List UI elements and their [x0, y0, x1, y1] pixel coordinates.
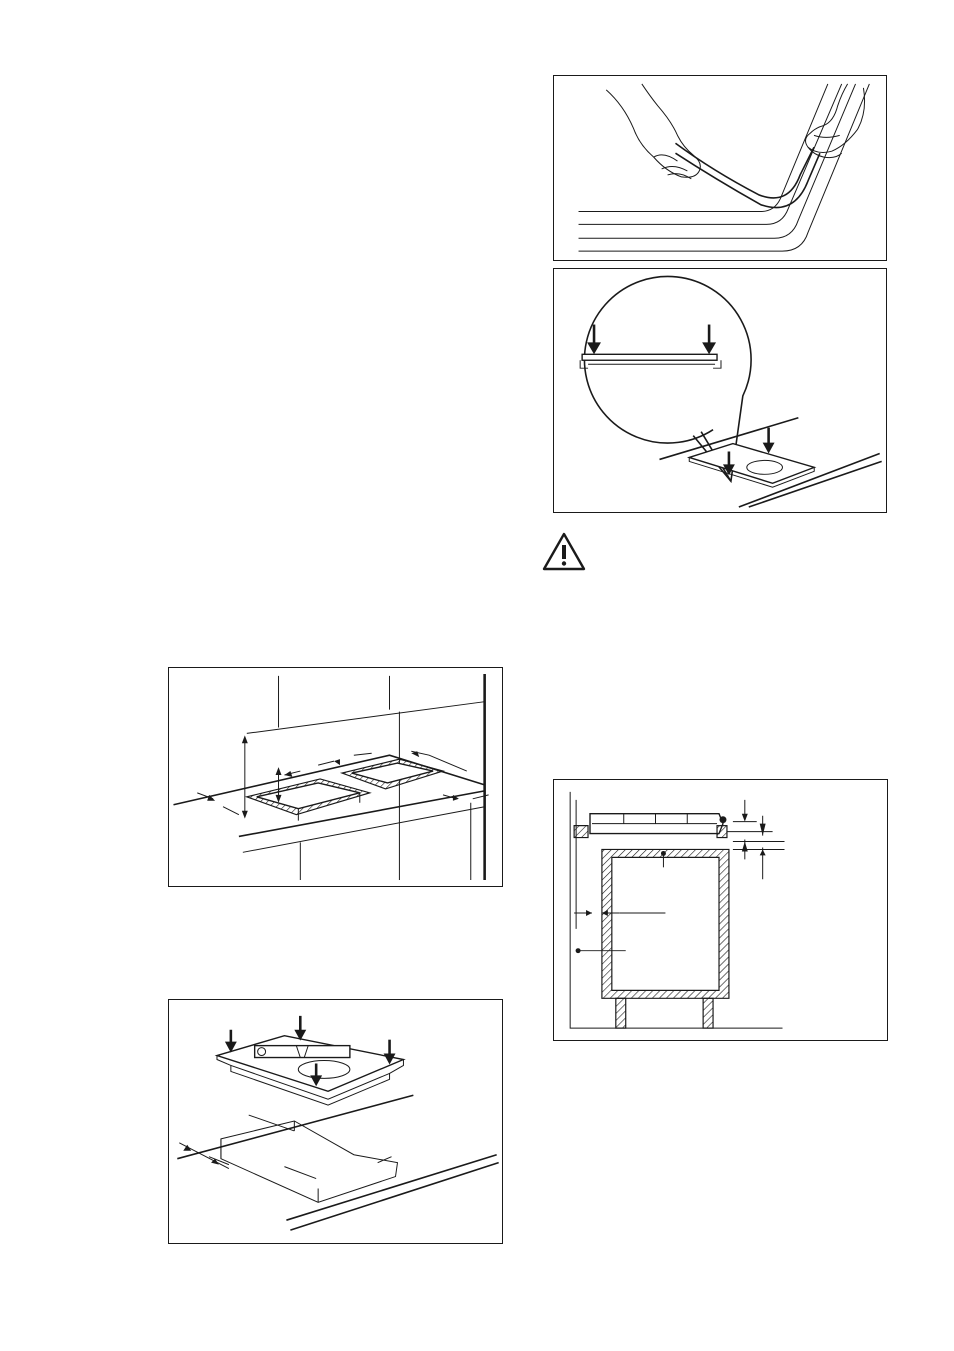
warning-triangle-icon: [541, 531, 587, 573]
magnified-hob-edge-icon: [554, 269, 886, 512]
figure-hob-level: [168, 999, 503, 1244]
spirit-level-icon: [169, 1000, 502, 1243]
figure-cutout-dimensions: [168, 667, 503, 887]
cabinet-cross-section-icon: [554, 780, 887, 1040]
figure-gasket-install: [553, 75, 887, 261]
warning-sign: [541, 531, 587, 573]
worktop-cutout-icon: [169, 668, 502, 886]
figure-cabinet-section: [553, 779, 888, 1041]
hands-fitting-seal-icon: [554, 76, 886, 260]
figure-hob-pressdown: [553, 268, 887, 513]
